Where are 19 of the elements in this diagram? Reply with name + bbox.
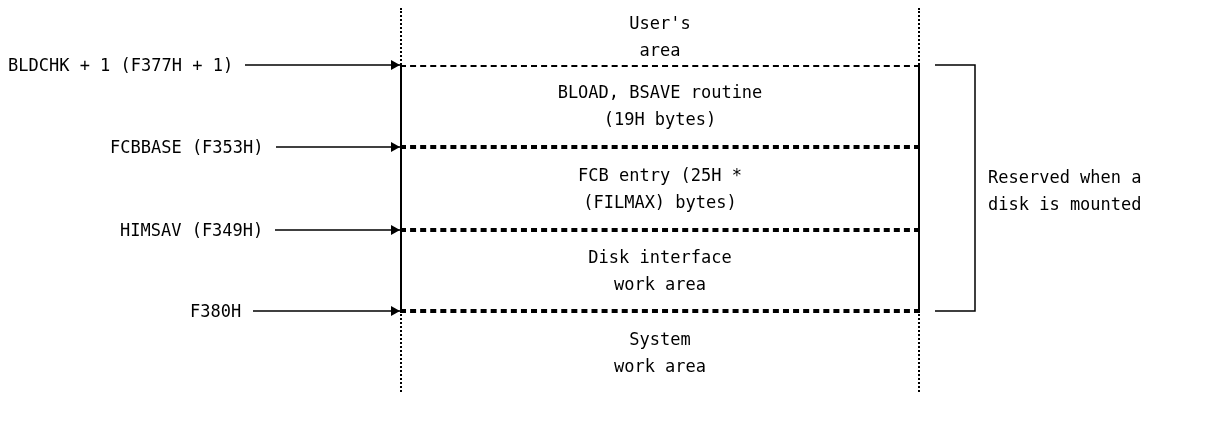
region-label: Disk interface work area	[587, 245, 733, 296]
memory-region	[400, 230, 920, 311]
memory-region	[400, 311, 920, 392]
region-label: BLOAD, BSAVE routine (19H bytes)	[556, 81, 764, 131]
address-label: FCBBASE (F353H)	[110, 136, 264, 158]
arrow	[252, 306, 401, 316]
arrow	[275, 142, 401, 152]
memory-region	[400, 147, 920, 230]
bracket-note: Reserved when a disk is mounted	[988, 166, 1143, 216]
region-label: FCB entry (25H * (FILMAX) bytes)	[577, 163, 743, 214]
address-label: F380H	[190, 300, 242, 322]
arrow	[274, 225, 401, 235]
memory-region	[400, 65, 920, 147]
address-label: HIMSAV (F349H)	[120, 219, 264, 241]
region-label: System work area	[612, 327, 708, 378]
address-label: BLDCHK + 1 (F377H + 1)	[8, 54, 234, 76]
region-label: User's area	[628, 11, 692, 62]
memory-region	[400, 8, 920, 65]
arrow	[244, 60, 401, 70]
